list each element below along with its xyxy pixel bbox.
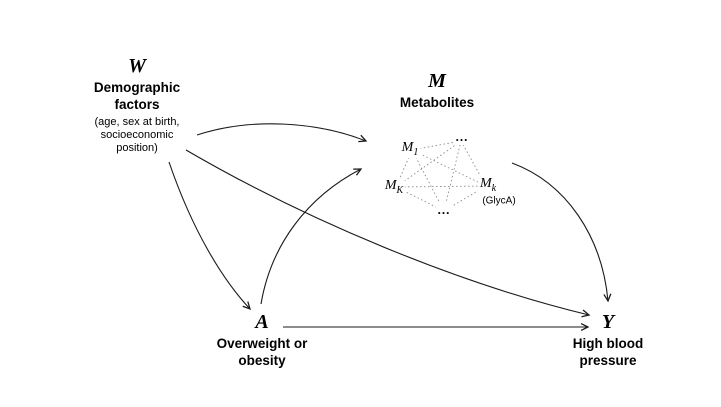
m1-sub: 1 bbox=[413, 146, 419, 158]
dotted-edge-m1-bottomdots bbox=[411, 149, 445, 212]
mk-sub: k bbox=[491, 182, 497, 194]
dotted-edge-m1-mK bbox=[395, 149, 413, 188]
glyca-note: (GlycA) bbox=[481, 195, 517, 207]
arrow-w-to-y bbox=[185, 149, 591, 318]
node-m-symbol: M bbox=[428, 70, 446, 92]
node-demographic-factors: W Demographic factors (age, sex at birth… bbox=[62, 55, 212, 155]
node-m-title: Metabolites bbox=[399, 95, 475, 110]
metabolite-node-mk: Mk bbox=[477, 176, 499, 194]
dotted-edge-dots-mk bbox=[460, 140, 487, 187]
node-y-symbol: Y bbox=[601, 311, 615, 333]
node-w-symbol: W bbox=[128, 55, 146, 77]
m1-base: M bbox=[401, 140, 414, 156]
metabolite-node-m1: M1 bbox=[399, 140, 421, 158]
dotted-edge-dots-mK bbox=[395, 140, 462, 188]
arrow-a-to-m bbox=[260, 168, 363, 305]
arrow-w-to-m bbox=[196, 123, 368, 143]
metabolite-node-mK: MK bbox=[382, 178, 406, 196]
node-a-title: Overweight or obesity bbox=[216, 336, 308, 368]
node-high-blood-pressure: Y High blood pressure bbox=[533, 311, 683, 370]
node-w-title: Demographic factors bbox=[93, 80, 181, 112]
node-a-symbol: A bbox=[255, 311, 269, 333]
metabolite-ellipsis-top: ... bbox=[453, 129, 471, 145]
mk-base: M bbox=[479, 176, 492, 192]
arrow-w-to-a bbox=[168, 161, 251, 311]
mK-sub: K bbox=[396, 184, 404, 196]
dotted-edge-dots-bottomdots bbox=[443, 140, 462, 212]
node-overweight-obesity: A Overweight or obesity bbox=[187, 311, 337, 370]
mK-base: M bbox=[384, 178, 397, 194]
node-metabolites: M Metabolites bbox=[362, 70, 512, 112]
dotted-edge-mK-mk bbox=[395, 185, 487, 188]
arrow-m-to-y bbox=[511, 162, 612, 303]
node-y-title: High blood pressure bbox=[572, 336, 644, 368]
dotted-edge-m1-mk bbox=[411, 149, 487, 187]
node-w-subtitle: (age, sex at birth, socioeconomic positi… bbox=[94, 115, 180, 155]
metabolite-ellipsis-bottom: ... bbox=[435, 202, 453, 218]
